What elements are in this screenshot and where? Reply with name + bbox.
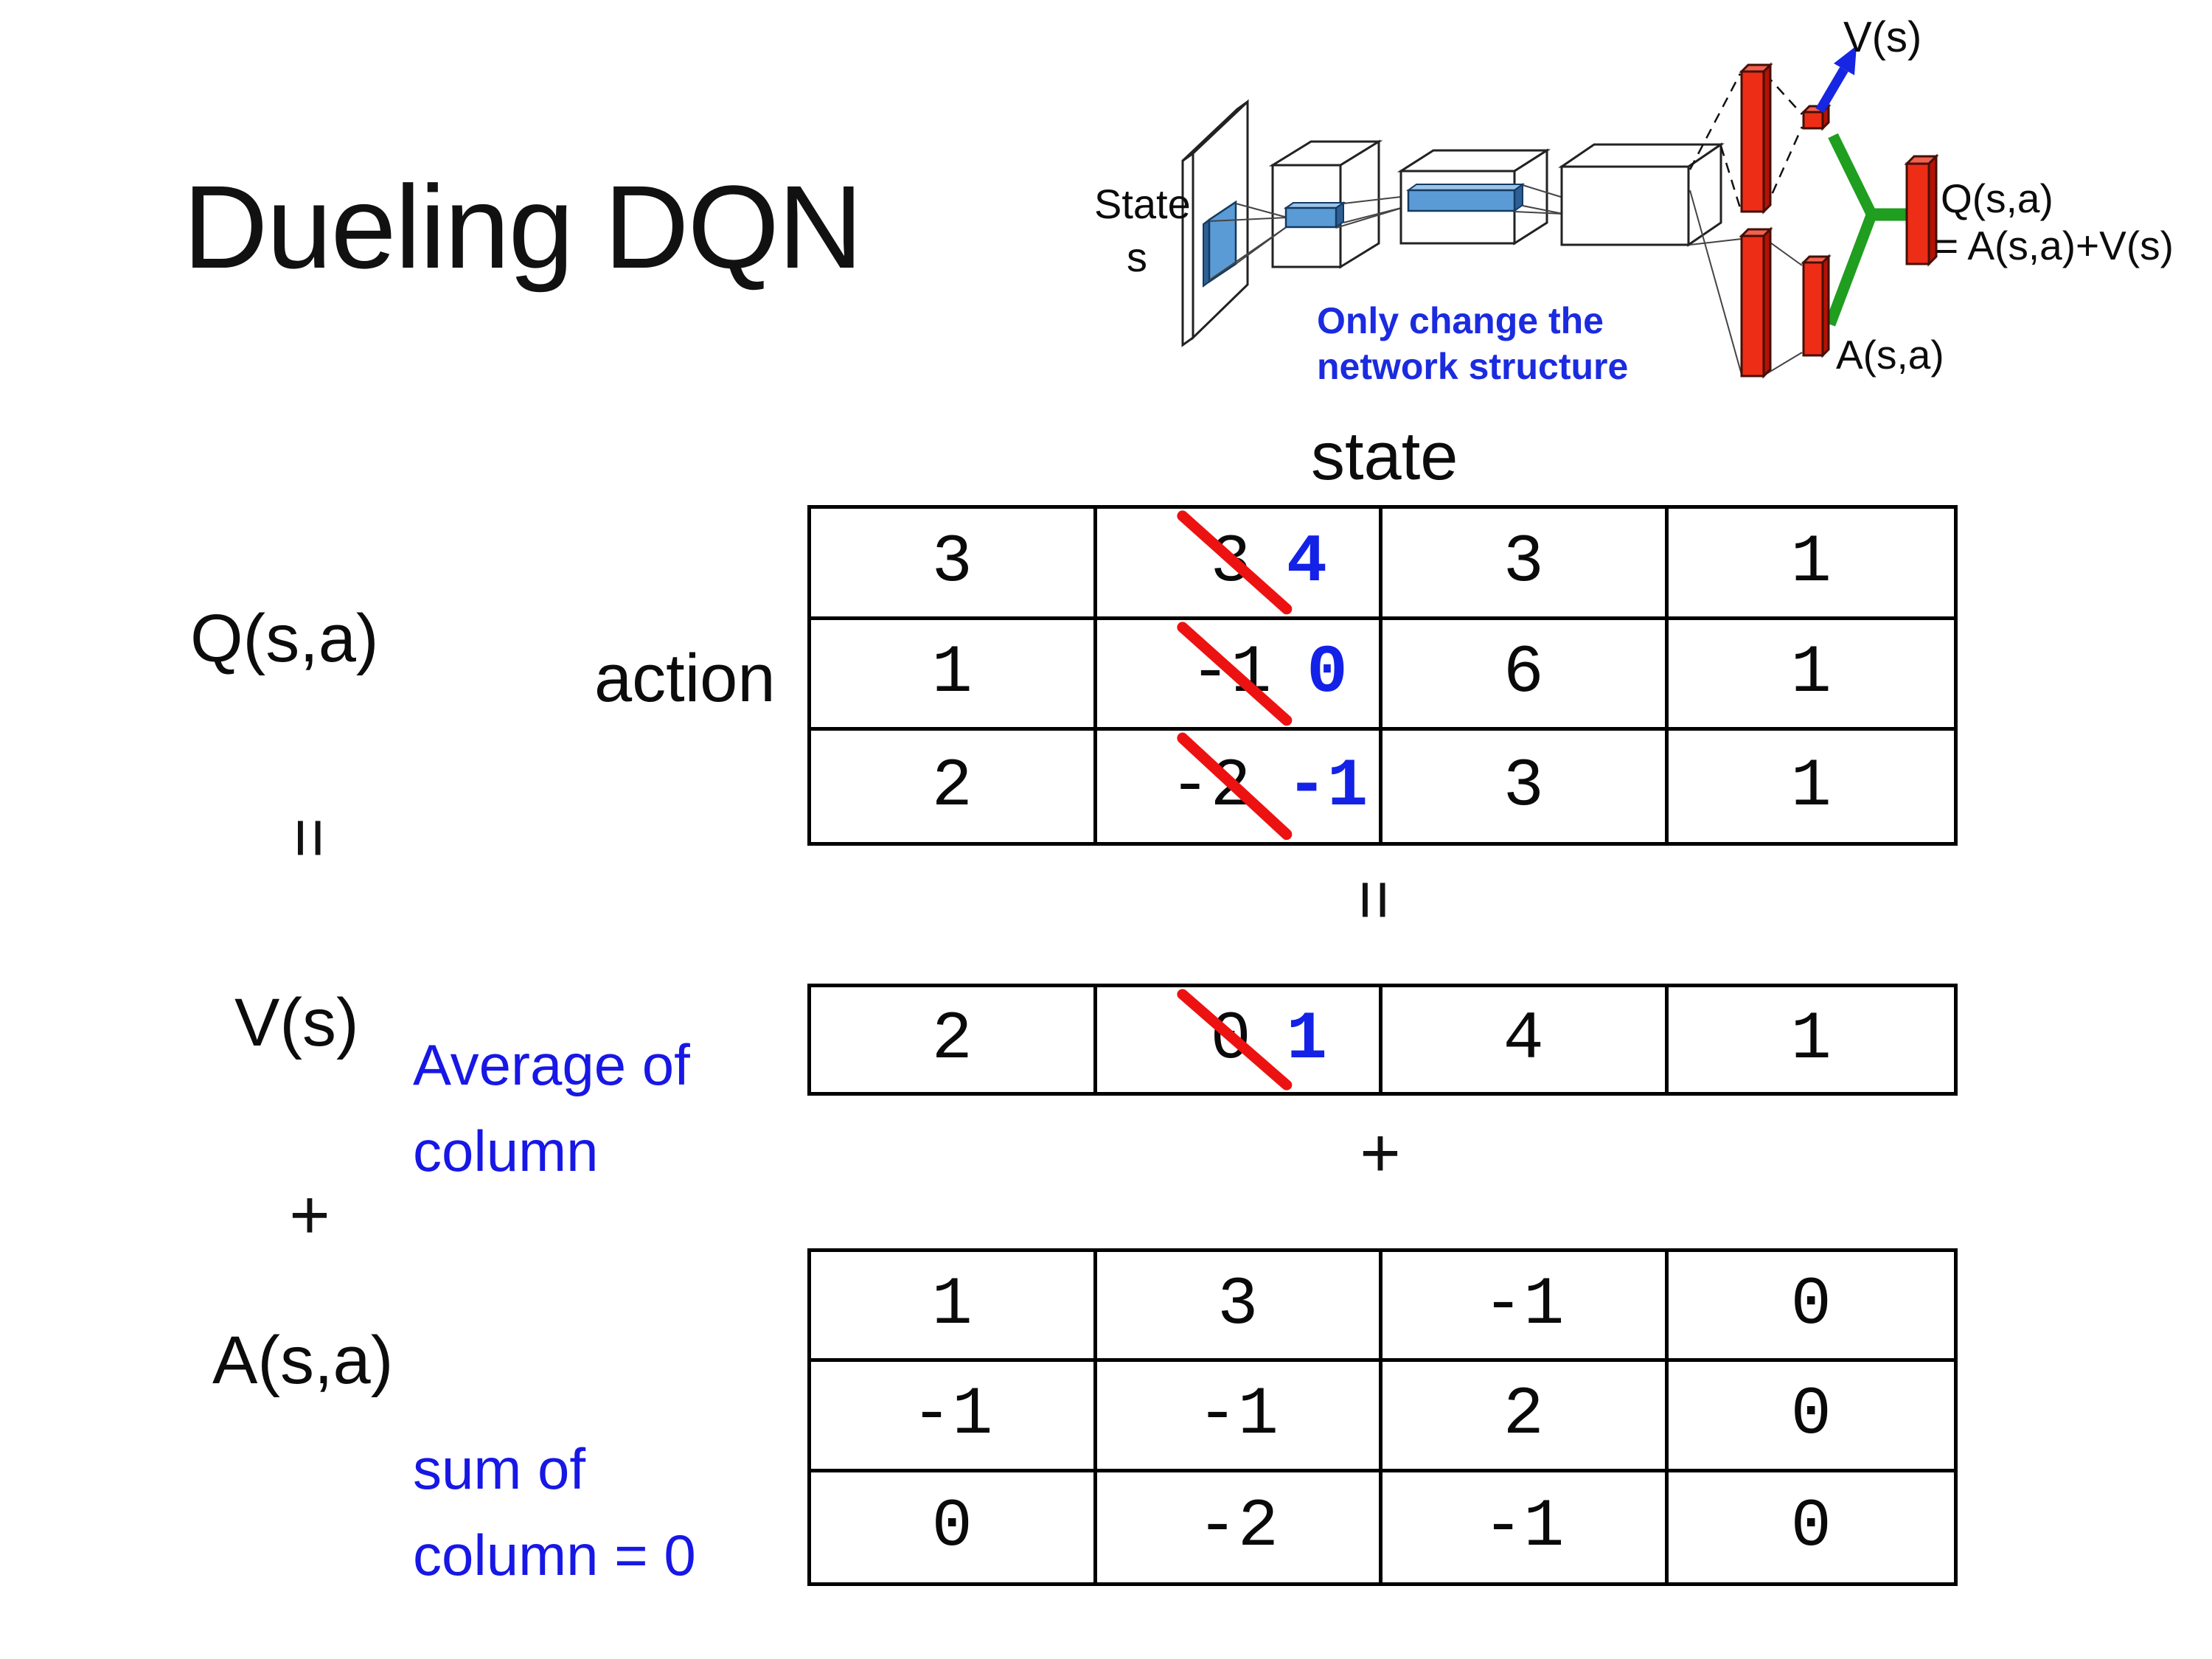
a-vector-bar (1801, 254, 1832, 358)
q-cell-r0c3: 1 (1668, 509, 1954, 620)
a-cell-r0c2: -1 (1382, 1252, 1669, 1363)
v-output-arrow (1815, 46, 1857, 114)
connector-lines-1 (1208, 203, 1288, 281)
diagram-state-s-label: s (1127, 234, 1147, 280)
q-cell-r2c1-crossed: -2-1 (1097, 731, 1382, 842)
q-cell-r1c2: 6 (1382, 619, 1669, 731)
merge-lines (1824, 133, 1908, 327)
mid-plus: + (1360, 1113, 1401, 1192)
connector-lines-2 (1335, 195, 1408, 229)
a-note-line1: sum of (413, 1436, 586, 1501)
a-cell-r1c2: 2 (1382, 1362, 1669, 1472)
v-note-line2: column (413, 1119, 599, 1183)
fc-box (1558, 142, 1725, 247)
equation-v-label: V(s) (234, 985, 359, 1060)
equation-a-label: A(s,a) (212, 1323, 394, 1398)
a-cell-r0c3: 0 (1668, 1252, 1954, 1363)
action-axis-label: action (594, 641, 776, 716)
q-cell-r2c3: 1 (1790, 747, 1832, 825)
state-axis-label: state (1311, 419, 1458, 494)
mid-equals: = (1335, 879, 1414, 920)
a-stream-tall-bar (1739, 226, 1773, 379)
q-cell-r1c0: 1 (811, 619, 1097, 731)
a-cell-r2c1: -2 (1097, 1472, 1382, 1582)
a-cell-r0c1: 3 (1096, 1252, 1382, 1363)
connector-lines-3 (1514, 184, 1564, 215)
fc-red-bars (1739, 62, 1939, 379)
diagram-a-label: A(s,a) (1836, 332, 1944, 378)
a-cell-r1c1: -1 (1096, 1362, 1382, 1472)
equation-equals-left: = (271, 817, 349, 858)
equation-plus-left: + (289, 1175, 330, 1254)
q-cell-r0c2: 3 (1382, 509, 1669, 620)
a-note-line2: column = 0 (413, 1523, 696, 1587)
a-cell-r2c2: -1 (1382, 1472, 1669, 1582)
v-cell-c3: 1 (1790, 1001, 1832, 1078)
dueling-network-diagram: V(s) State s Only change the network str… (1094, 13, 2174, 387)
a-cell-r1c3: 0 (1668, 1362, 1954, 1472)
conv-filter-icon (1203, 200, 1237, 288)
equation-q-label: Q(s,a) (190, 601, 379, 676)
a-note: sum of column = 0 (413, 1426, 696, 1599)
diagram-q-formula: = A(s,a)+V(s) (1935, 223, 2174, 268)
a-table: 1 3 -1 0 -1 -1 2 0 0 -2 -1 0 (807, 1248, 1958, 1586)
v-cell-c0: 2 (811, 987, 1097, 1092)
v-note: Average of column (413, 1022, 690, 1194)
feature-bar-1 (1283, 201, 1346, 229)
q-cell-r1c3: 1 (1668, 620, 1954, 731)
diagram-state-label: State (1094, 181, 1191, 227)
q-cell-r2c2: 3 (1382, 731, 1669, 842)
a-cell-r0c0: 1 (811, 1252, 1097, 1363)
diagram-v-label: V(s) (1843, 13, 1921, 61)
v-note-line1: Average of (413, 1032, 690, 1097)
a-cell-r2c3: 0 (1790, 1488, 1832, 1566)
q-cell-r2c0: 2 (811, 731, 1097, 842)
v-cell-c2: 4 (1382, 987, 1669, 1092)
diagram-q-label: Q(s,a) (1941, 175, 2053, 221)
feature-bar-2 (1405, 183, 1526, 212)
a-cell-r1c0: -1 (811, 1362, 1097, 1472)
diagram-note-line1: Only change the (1317, 300, 1604, 341)
a-cell-r2c0: 0 (811, 1472, 1097, 1582)
v-stream-tall-bar (1739, 62, 1773, 215)
q-output-bar (1904, 153, 1939, 267)
q-cell-r0c0: 3 (811, 509, 1097, 620)
page-title: Dueling DQN (183, 161, 863, 293)
diagram-note-line2: network structure (1317, 346, 1628, 387)
